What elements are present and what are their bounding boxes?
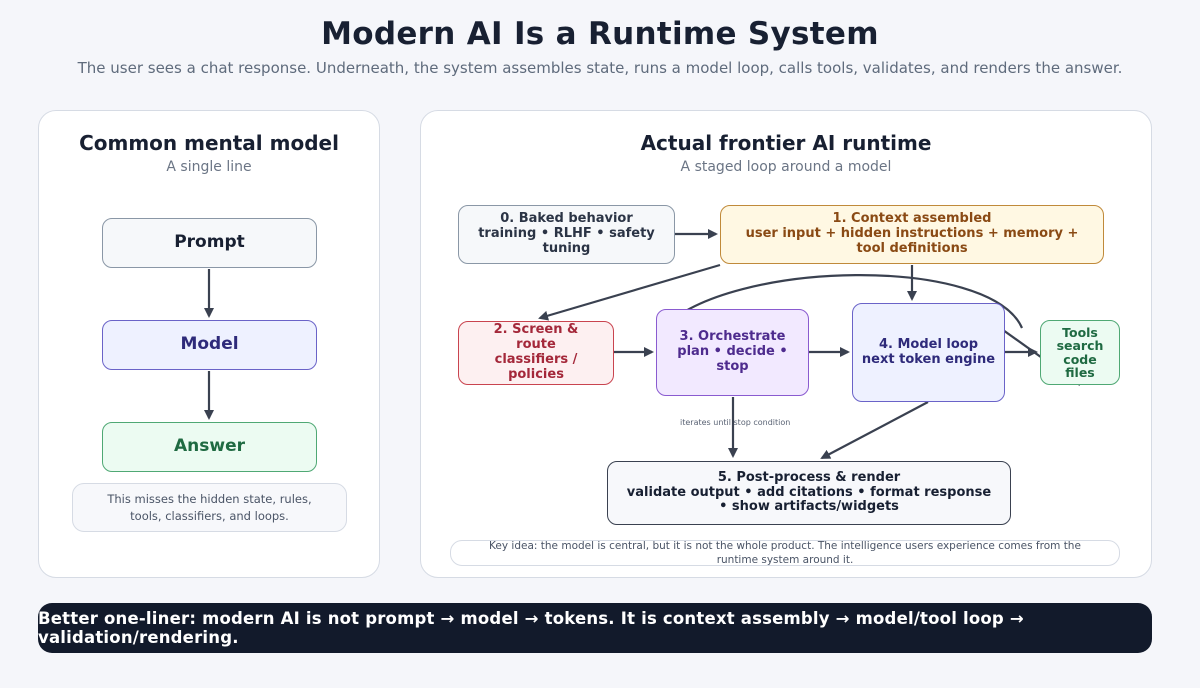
stage-5-post-process: 5. Post-process & render validate output… — [607, 461, 1011, 525]
answer-box: Answer — [102, 422, 317, 472]
page-subtitle: The user sees a chat response. Underneat… — [77, 59, 1123, 77]
answer-label: Answer — [174, 436, 245, 457]
key-idea-note: Key idea: the model is central, but it i… — [450, 540, 1120, 566]
stage-4-model-loop: 4. Model loop next token engine — [852, 303, 1005, 402]
page-title: Modern AI Is a Runtime System — [321, 16, 879, 52]
stage-2-screen-route: 2. Screen & route classifiers / policies — [458, 321, 614, 385]
mental-model-caveat-note: This misses the hidden state, rules, too… — [72, 483, 347, 532]
loop-back-arc — [662, 274, 1024, 329]
one-liner-text: Better one-liner: modern AI is not promp… — [38, 609, 1024, 647]
model-label: Model — [180, 334, 239, 355]
model-box: Model — [102, 320, 317, 370]
stage-1-context-assembled: 1. Context assembled user input + hidden… — [720, 205, 1104, 264]
arrow-model-loop-to-postprocess — [820, 401, 929, 459]
left-panel-subtitle: A single line — [166, 159, 252, 175]
arrow-context-to-screen — [538, 263, 721, 321]
stage-0-baked-behavior: 0. Baked behavior training • RLHF • safe… — [458, 205, 675, 264]
loop-condition-label: iterates until stop condition — [680, 418, 791, 427]
right-panel-subtitle: A staged loop around a model — [680, 159, 892, 175]
prompt-label: Prompt — [174, 232, 245, 253]
tools-box: Tools search code files — [1040, 320, 1120, 385]
stage-3-orchestrate: 3. Orchestrate plan • decide • stop — [656, 309, 809, 396]
right-panel-title: Actual frontier AI runtime — [640, 131, 932, 155]
left-panel-title: Common mental model — [79, 131, 339, 155]
prompt-box: Prompt — [102, 218, 317, 268]
one-liner-banner: Better one-liner: modern AI is not promp… — [38, 603, 1152, 653]
